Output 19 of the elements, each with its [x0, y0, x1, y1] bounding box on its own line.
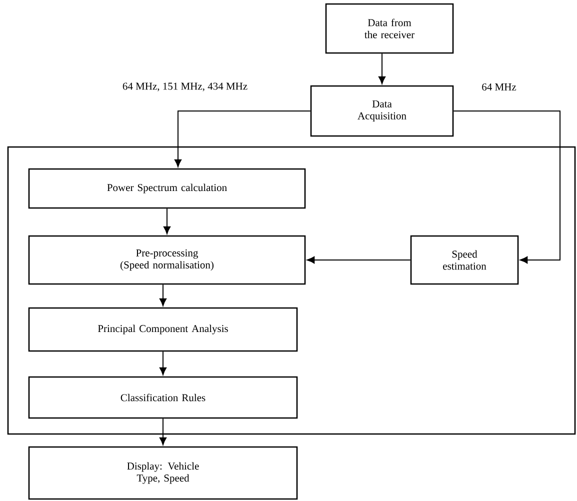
- process-box: Data from the receiver: [325, 3, 454, 54]
- arrow: [159, 351, 167, 376]
- arrow: [378, 53, 386, 84]
- edge-label: 64 MHz, 151 MHz, 434 MHz: [121, 82, 249, 92]
- arrow: [163, 208, 171, 234]
- process-box: Display: Vehicle Type, Speed: [28, 446, 298, 500]
- process-box: Power Spectrum calculation: [28, 168, 306, 209]
- arrow: [306, 256, 411, 264]
- arrow: [159, 418, 167, 446]
- process-box: Principal Component Analysis: [28, 307, 298, 352]
- arrow: [159, 284, 167, 306]
- process-box: Classification Rules: [28, 376, 298, 419]
- process-box: Pre-processing (Speed normalisation): [28, 235, 306, 285]
- arrow: [174, 110, 311, 168]
- process-box: Speed estimation: [410, 235, 519, 285]
- arrow: [453, 110, 560, 264]
- frame-box: [7, 146, 576, 435]
- process-box: Data Acquisition: [310, 85, 454, 137]
- edge-label: 64 MHz: [480, 82, 518, 92]
